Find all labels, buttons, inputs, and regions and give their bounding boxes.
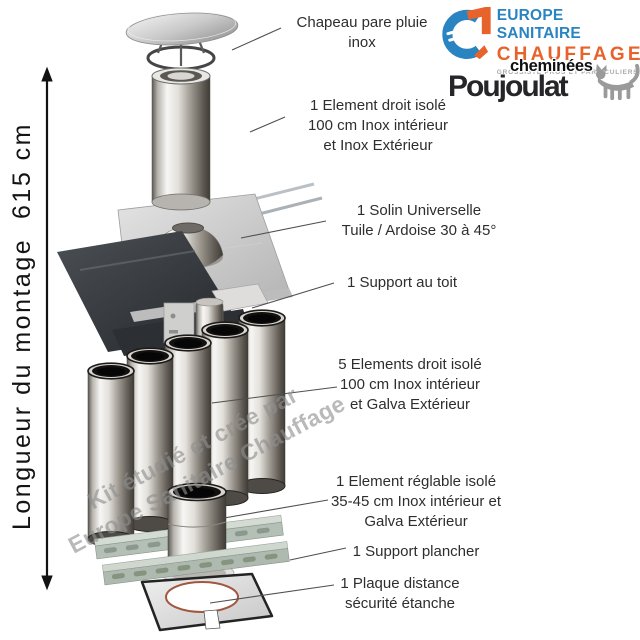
straight-element-drawing (151, 67, 211, 211)
label-distance-plate: 1 Plaque distance sécurité étanche (340, 575, 460, 612)
label-floor-support: 1 Support plancher (352, 543, 480, 560)
poujoulat-logo: cheminées Poujoulat (448, 57, 640, 109)
esc-logo-icon (442, 7, 491, 60)
poujoulat-name-text: Poujoulat (448, 70, 569, 103)
label-universal-flashing: 1 Solin Universelle Tuile / Ardoise 30 à… (341, 202, 497, 239)
cat-icon (595, 63, 640, 101)
leader-lines (209, 27, 347, 604)
label-roof-support: 1 Support au toit (346, 274, 458, 291)
esc-tagline: GROSSISTE PROS ET PARTICULIERS (496, 69, 639, 76)
distance-plate-drawing (140, 572, 274, 632)
esc-name-line1: EUROPE SANITAIRE (496, 7, 581, 42)
label-straight-element-inox: 1 Element droit isolé 100 cm Inox intéri… (307, 97, 449, 154)
poujoulat-cheminees-text: cheminées (510, 57, 593, 75)
label-rain-cap: Chapeau pare pluie inox (296, 14, 428, 51)
measure-arrow (41, 66, 53, 591)
measurement-label: Longueur du montage 615 cm (8, 122, 36, 531)
label-five-elements: 5 Elements droit isolé 100 cm Inox intér… (338, 356, 482, 413)
rain-cap-drawing (125, 11, 239, 71)
label-adjustable-element: 1 Element réglable isolé 35-45 cm Inox i… (330, 473, 502, 530)
floor-rail-front-drawing (102, 541, 290, 586)
esc-name-line2: CHAUFFAGE (496, 44, 640, 65)
esc-logo: EUROPE SANITAIRE CHAUFFAGE GROSSISTE PRO… (437, 7, 640, 76)
esc-logo-text: EUROPE SANITAIRE CHAUFFAGE GROSSISTE PRO… (497, 7, 640, 76)
